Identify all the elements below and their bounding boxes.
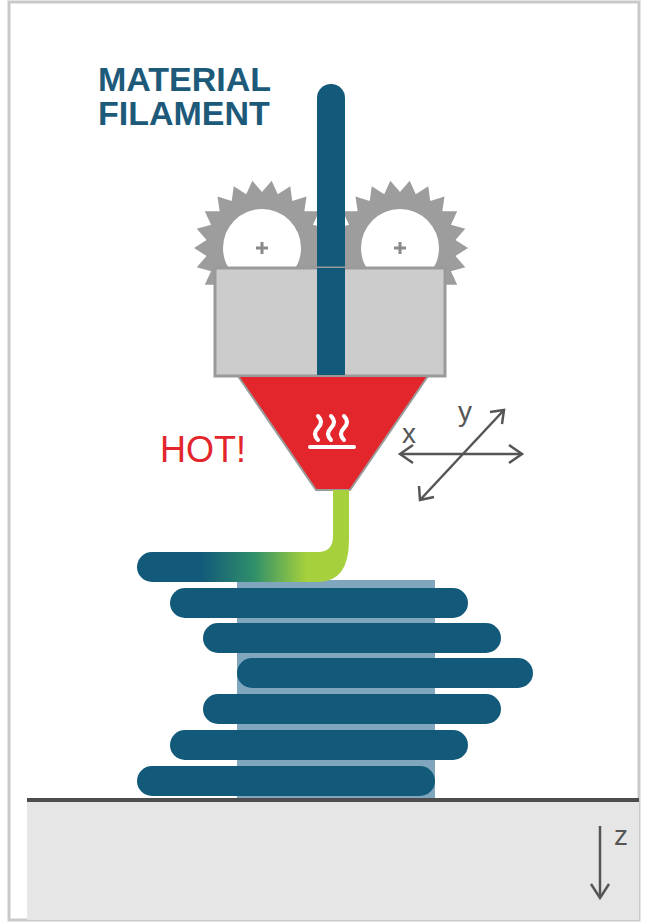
printed-layers (137, 588, 533, 796)
gear-axle (394, 242, 406, 254)
axis-label: x (402, 420, 432, 448)
material-label: MATERIAL FILAMENT (98, 62, 298, 130)
axis-label: z (614, 822, 640, 850)
filament-in-block (317, 268, 345, 376)
z-axis-arrow (599, 826, 602, 896)
heat-symbol (310, 416, 354, 447)
extruded-bead (137, 490, 349, 582)
drive-block (215, 268, 445, 376)
frame (9, 2, 639, 920)
gear-axle (256, 242, 268, 254)
filament (317, 98, 345, 380)
hot-warning: HOT! (160, 432, 270, 468)
z-axis-head (591, 884, 609, 898)
build-plate (27, 800, 639, 920)
plate-edge (27, 798, 639, 802)
axis-label: y (458, 398, 488, 426)
hot-end (238, 376, 428, 490)
